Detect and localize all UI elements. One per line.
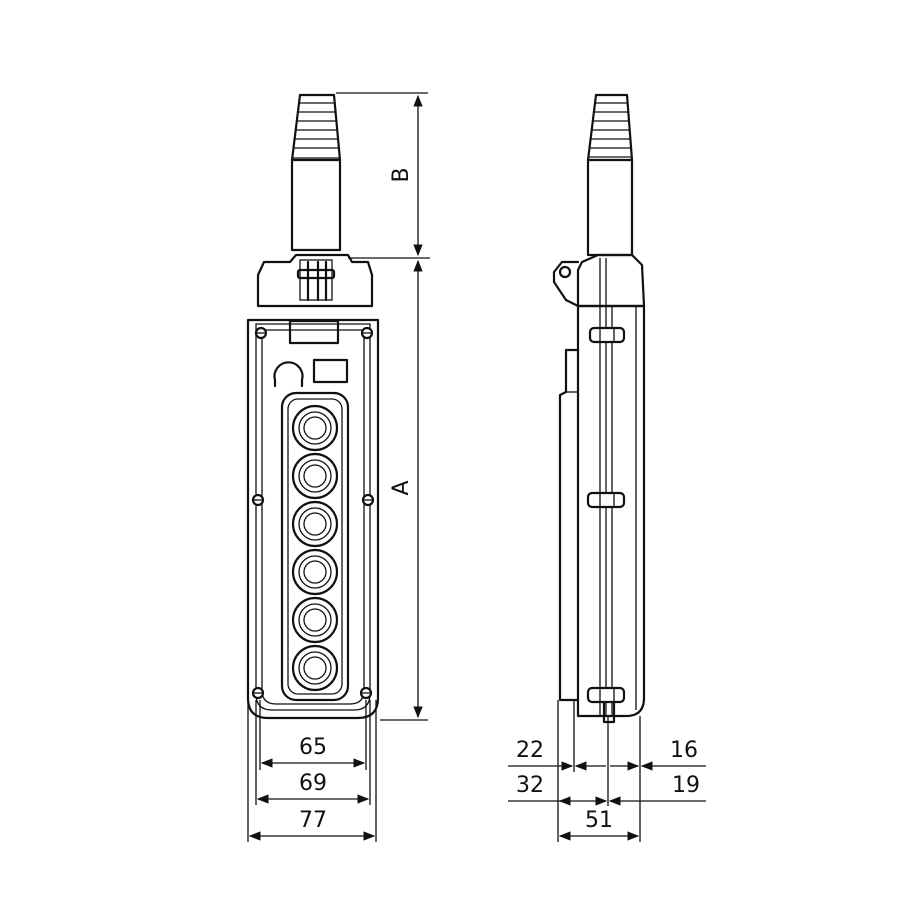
dim-a-label: A	[389, 480, 414, 495]
dim-depth-22: 22	[516, 738, 544, 763]
front-body	[246, 318, 380, 720]
dim-width-65: 65	[299, 735, 327, 760]
front-button-panel	[280, 391, 350, 702]
side-screws	[586, 326, 626, 724]
dim-a: A	[380, 259, 428, 721]
side-switch-block	[558, 348, 580, 702]
side-cable-gland	[586, 93, 634, 257]
dim-b-label: B	[389, 167, 414, 182]
dim-width-69: 69	[299, 771, 327, 796]
side-top-cap	[552, 253, 646, 308]
front-ring-icon	[273, 361, 304, 382]
push-button-5[interactable]	[291, 596, 339, 644]
dim-depth-16: 16	[670, 738, 698, 763]
front-small-plate	[312, 358, 349, 384]
side-view: 22 32 16 19 51	[508, 93, 706, 842]
dim-depth-51: 51	[585, 808, 613, 833]
push-button-4[interactable]	[291, 548, 339, 596]
push-button-2[interactable]	[291, 452, 339, 500]
front-view: B A 65 69 77	[246, 92, 430, 842]
dim-width-77: 77	[299, 808, 327, 833]
front-buttons	[291, 404, 339, 692]
side-body	[558, 304, 646, 724]
dim-b: B	[336, 92, 430, 259]
dim-depth-19: 19	[672, 773, 700, 798]
front-top-cap	[256, 253, 374, 308]
dim-depths: 22 32 16 19 51	[508, 700, 706, 842]
front-cable-gland	[290, 93, 342, 252]
front-screws	[251, 326, 375, 700]
dim-depth-32: 32	[516, 773, 544, 798]
front-label-plate	[288, 319, 340, 345]
push-button-3[interactable]	[291, 500, 339, 548]
dim-widths: 65 69 77	[247, 700, 377, 842]
push-button-1[interactable]	[291, 404, 339, 452]
side-hanging-lug-icon	[552, 260, 580, 308]
push-button-6[interactable]	[291, 644, 339, 692]
